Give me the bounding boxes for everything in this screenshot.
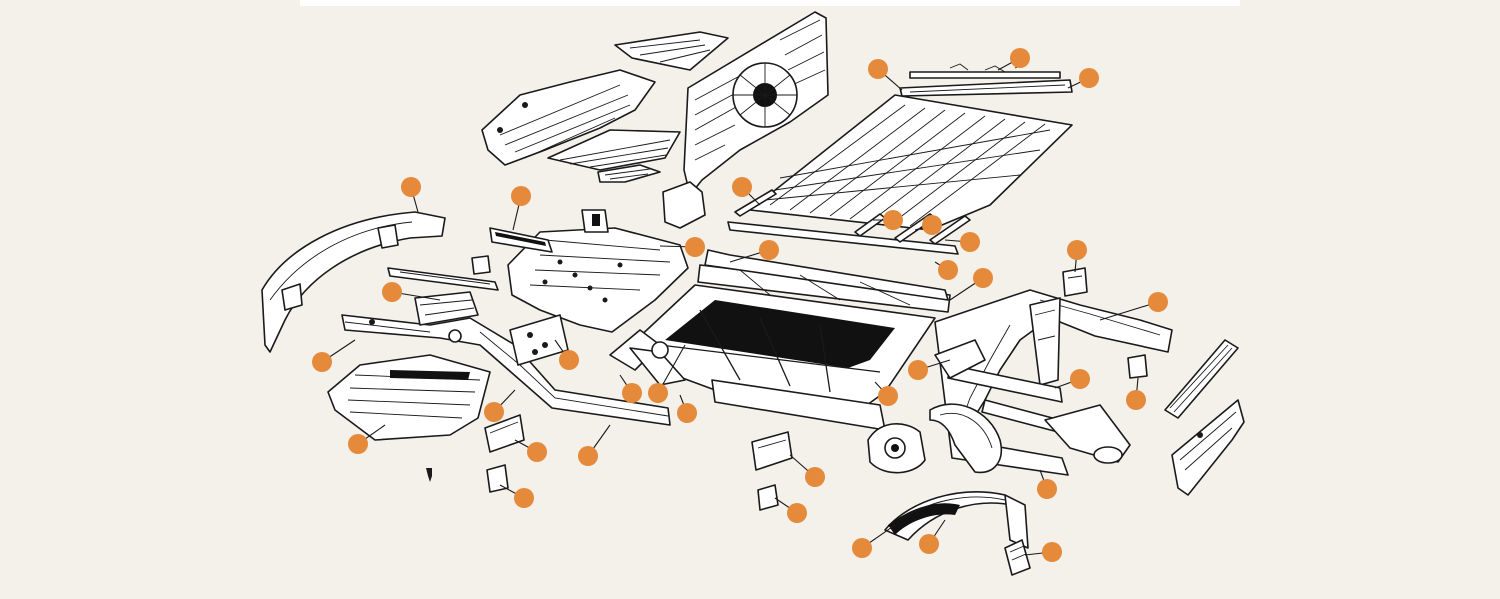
- callout-dot[interactable]: [677, 403, 697, 423]
- callout-dot[interactable]: [973, 268, 993, 288]
- bolt-left: [426, 468, 432, 482]
- callout-dot[interactable]: [919, 534, 939, 554]
- callout-dot[interactable]: [1126, 390, 1146, 410]
- shock-bracket: [1062, 267, 1088, 297]
- top-strip: [300, 0, 1240, 6]
- front-floor-panel: [481, 69, 656, 166]
- rear-suspension-mount: [867, 339, 986, 474]
- callout-dot[interactable]: [511, 186, 531, 206]
- bracket-left-a: [484, 414, 525, 453]
- callout-dots: [312, 48, 1168, 562]
- callout-dot[interactable]: [938, 260, 958, 280]
- front-floor-pan: [547, 129, 681, 171]
- center-floor-frame: [609, 249, 951, 431]
- bracket-left-b: [486, 464, 509, 493]
- engine-undertray: [327, 354, 491, 441]
- callout-dot[interactable]: [878, 386, 898, 406]
- arch-closing-panel: [1004, 539, 1031, 576]
- rear-wheel-arch-inner: [929, 403, 1002, 474]
- rear-side-rail: [1164, 339, 1239, 419]
- callout-dot[interactable]: [484, 402, 504, 422]
- upper-front-rail: [489, 227, 553, 253]
- rear-chassis-rail: [934, 289, 1173, 476]
- callout-dot[interactable]: [514, 488, 534, 508]
- front-inner-panel-small: [614, 31, 729, 71]
- front-chassis-rail: [341, 291, 671, 426]
- mount-bracket-right: [1127, 354, 1148, 379]
- callout-dot[interactable]: [732, 177, 752, 197]
- callout-dot[interactable]: [852, 538, 872, 558]
- rear-crossmember-top: [899, 63, 1073, 97]
- bulkhead-panel: [507, 209, 689, 333]
- callout-dot[interactable]: [559, 350, 579, 370]
- callout-dot[interactable]: [312, 352, 332, 372]
- rear-quarter-lower: [1171, 399, 1245, 496]
- callout-dot[interactable]: [805, 467, 825, 487]
- small-floor-plate: [597, 164, 661, 183]
- sill-bracket-a: [751, 431, 793, 471]
- front-crossmember: [509, 314, 569, 366]
- callout-dot[interactable]: [1042, 542, 1062, 562]
- callout-dot[interactable]: [382, 282, 402, 302]
- front-wing-arch: [261, 211, 446, 353]
- callout-dot[interactable]: [759, 240, 779, 260]
- sill-bracket-b: [757, 484, 779, 511]
- callout-dot[interactable]: [685, 237, 705, 257]
- callout-dot[interactable]: [922, 215, 942, 235]
- callout-dot[interactable]: [622, 383, 642, 403]
- callout-dot[interactable]: [348, 434, 368, 454]
- sill-strip-left: [727, 221, 959, 255]
- rear-valance: [1044, 404, 1131, 464]
- callout-dot[interactable]: [401, 177, 421, 197]
- callout-dot[interactable]: [1079, 68, 1099, 88]
- callout-dot[interactable]: [527, 442, 547, 462]
- callout-dot[interactable]: [578, 446, 598, 466]
- callout-dot[interactable]: [787, 503, 807, 523]
- rear-wheel-arch-outer: [884, 491, 1029, 549]
- callout-dot[interactable]: [883, 210, 903, 230]
- callout-dot[interactable]: [648, 383, 668, 403]
- callout-dot[interactable]: [908, 360, 928, 380]
- callout-dot[interactable]: [1148, 292, 1168, 312]
- callout-dot[interactable]: [1010, 48, 1030, 68]
- callout-dot[interactable]: [868, 59, 888, 79]
- inner-wing-rail: [387, 255, 499, 291]
- callout-dot[interactable]: [1067, 240, 1087, 260]
- callout-dot[interactable]: [1070, 369, 1090, 389]
- callout-dot[interactable]: [1037, 479, 1057, 499]
- callout-dot[interactable]: [960, 232, 980, 252]
- rear-seat-panel: [662, 11, 829, 229]
